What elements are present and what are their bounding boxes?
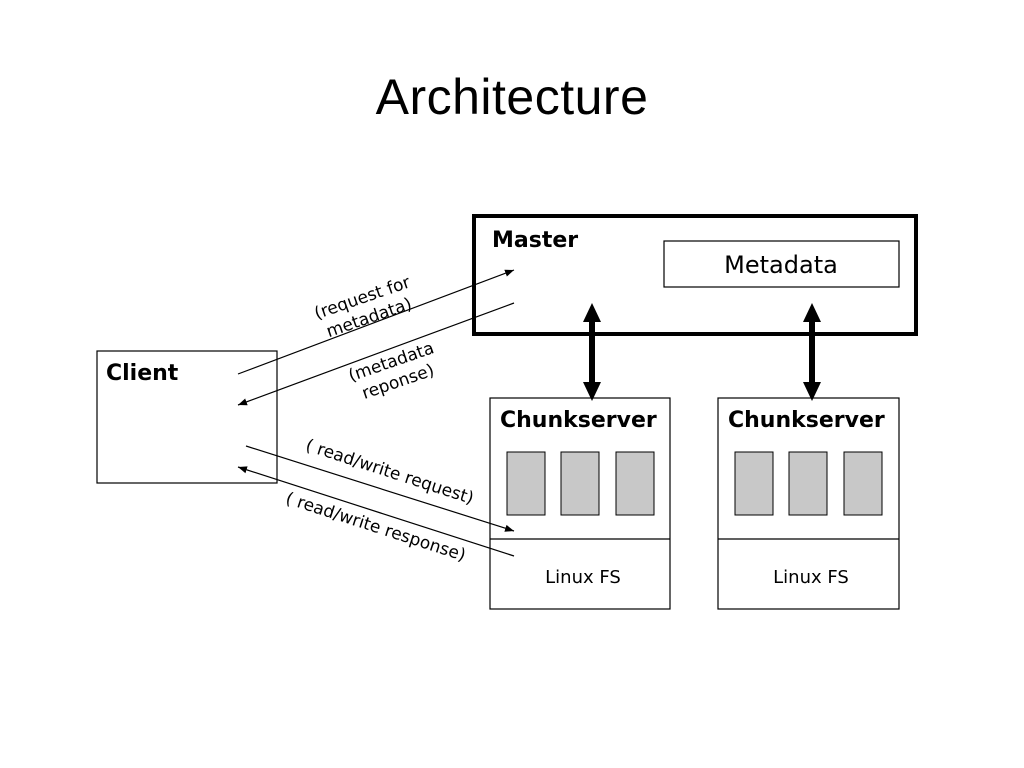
metadata-response-label: (metadata reponse) [346, 338, 437, 403]
chunkserver-label: Chunkserver [500, 408, 657, 433]
master-label: Master [492, 228, 578, 253]
client-label: Client [106, 361, 179, 386]
linux-fs-label: Linux FS [773, 567, 849, 588]
chunk-block [615, 451, 655, 516]
master-chunkserver-link-1 [583, 303, 601, 401]
client-node: Client [96, 350, 278, 484]
request-metadata-label: (request for metadata) [312, 273, 415, 343]
chunk-block [788, 451, 828, 516]
chunkserver-1: Chunkserver Linux FS [489, 397, 671, 610]
metadata-label: Metadata [724, 251, 838, 279]
arrow-up-head [803, 303, 821, 322]
page-title: Architecture [375, 69, 649, 125]
chunk-block [560, 451, 600, 516]
chunkserver-label: Chunkserver [728, 408, 885, 433]
rw-response-arrow [237, 466, 515, 557]
chunk-block [734, 451, 774, 516]
chunk-block [506, 451, 546, 516]
rw-response-text: ( read/write response) [283, 489, 468, 566]
master-node: Master Metadata [472, 214, 918, 336]
arrow-up-head [583, 303, 601, 322]
rw-response-label: ( read/write response) [283, 489, 468, 566]
metadata-box [663, 240, 900, 288]
arrow-down-head [583, 382, 601, 401]
metadata-response-arrow [237, 302, 515, 406]
request-metadata-arrow [237, 269, 515, 375]
rw-request-arrow [245, 445, 515, 532]
master-chunkserver-link-2 [803, 303, 821, 401]
link-shaft [809, 318, 815, 384]
linux-fs-label: Linux FS [545, 567, 621, 588]
link-shaft [589, 318, 595, 384]
client-box [96, 350, 278, 484]
chunkserver-2: Chunkserver Linux FS [717, 397, 900, 610]
arrow-down-head [803, 382, 821, 401]
chunk-block [843, 451, 883, 516]
